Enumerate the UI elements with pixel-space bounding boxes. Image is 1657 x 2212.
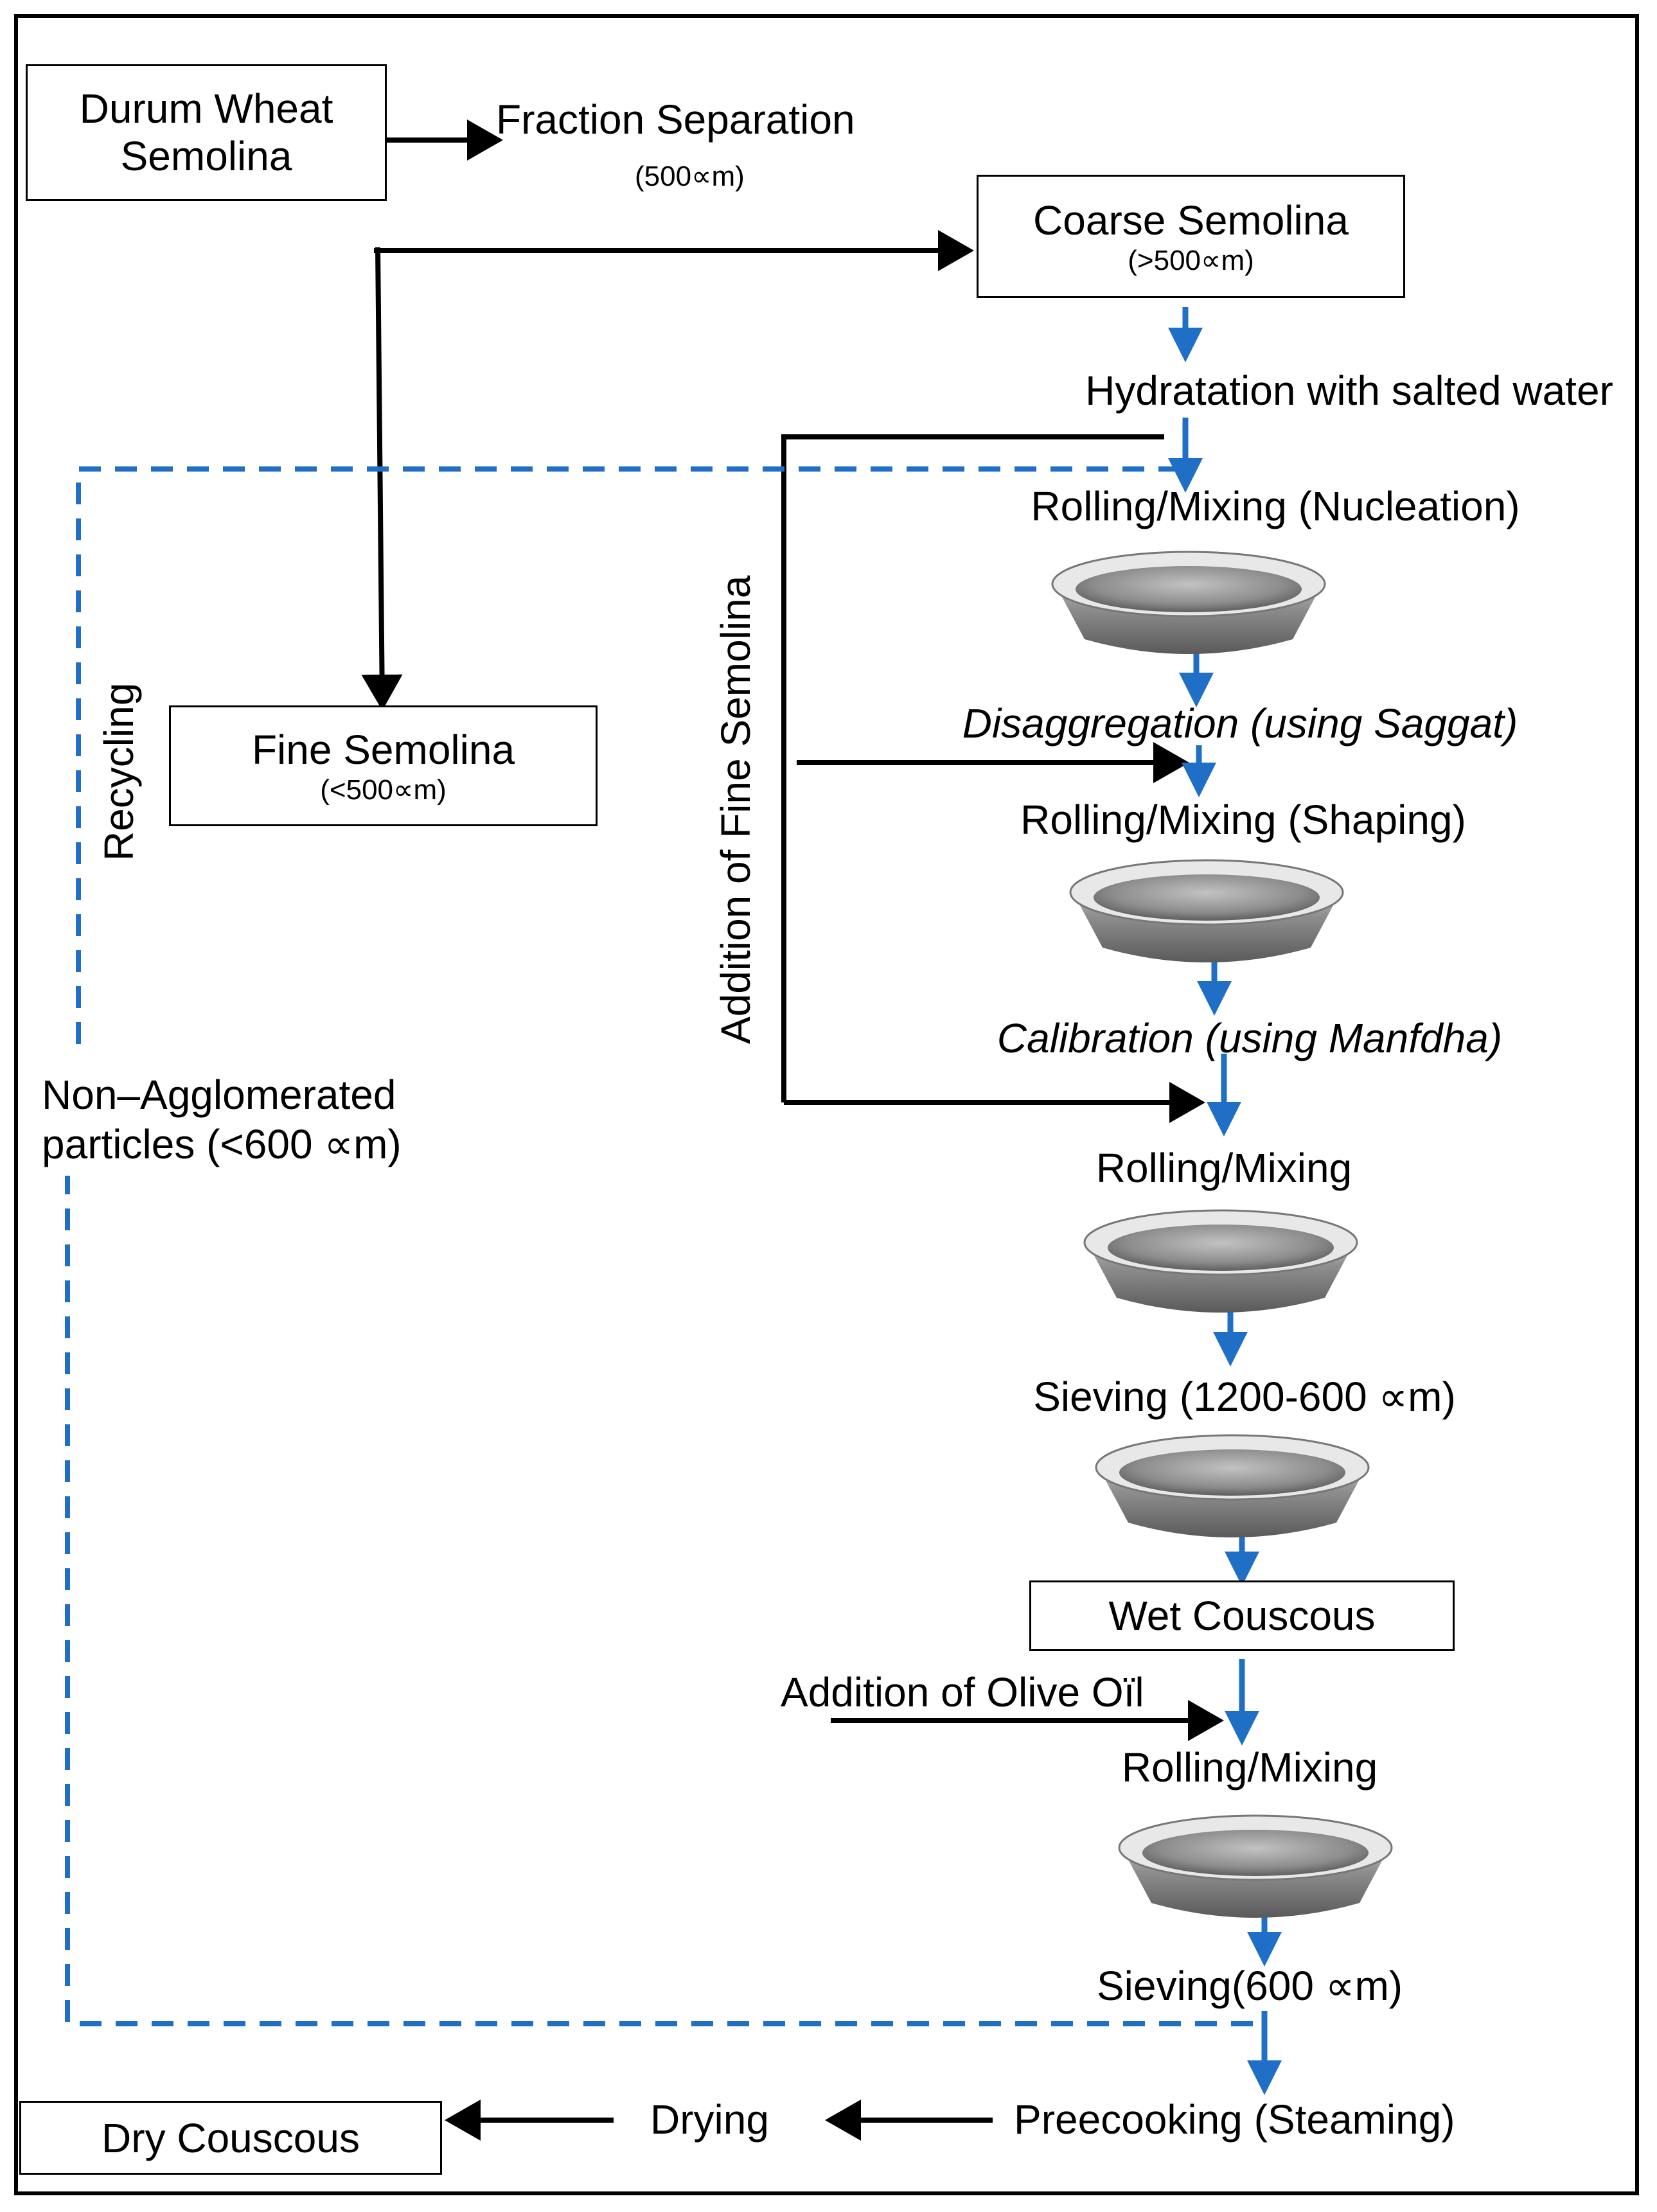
wet-couscous-box: Wet Couscous — [1029, 1580, 1455, 1651]
non-agglomerated-label-line1: Non–Agglomerated — [42, 1072, 396, 1118]
recycle-loop-top — [76, 466, 1182, 1044]
stainless-pan-icon — [1083, 1209, 1358, 1314]
fine-semolina-bracket — [781, 434, 1164, 1102]
fraction-separation-size: (500∝m) — [635, 161, 745, 192]
fine-semolina-box: Fine Semolina (<500∝m) — [169, 705, 598, 826]
stainless-pan-icon — [1069, 859, 1344, 964]
rolling-shaping-label: Rolling/Mixing (Shaping) — [1020, 797, 1466, 843]
disaggregation-label: Disaggregation (using Saggat) — [962, 700, 1518, 747]
diagram-frame — [14, 14, 1639, 2195]
dry-couscous-box: Dry Couscous — [19, 2101, 442, 2175]
recycling-label: Recycling — [96, 682, 142, 861]
rolling-mixing-label-1: Rolling/Mixing — [1095, 1145, 1352, 1191]
wet-couscous-label: Wet Couscous — [1108, 1593, 1376, 1639]
addition-fine-semolina-label: Addition of Fine Semolina — [713, 575, 759, 1044]
stainless-pan-icon — [1095, 1434, 1370, 1539]
drying-label: Drying — [650, 2096, 769, 2143]
coarse-semolina-label: Coarse Semolina — [1033, 197, 1349, 243]
arrow-split-to-fine — [361, 247, 403, 711]
fine-semolina-label: Fine Semolina — [251, 726, 515, 773]
precooking-label: Preecooking (Steaming) — [1014, 2096, 1455, 2143]
olive-oil-label: Addition of Olive Oïl — [781, 1669, 1144, 1715]
non-agglomerated-label-line2: particles (<600 ∝m) — [42, 1121, 402, 1167]
fine-semolina-size: (<500∝m) — [320, 774, 447, 806]
hydratation-label: Hydratation with salted water — [1085, 367, 1613, 414]
stainless-pan-icon — [1051, 551, 1326, 655]
coarse-semolina-size: (>500∝m) — [1128, 244, 1254, 276]
dry-couscous-label: Dry Couscous — [102, 2114, 360, 2161]
stainless-pan-icon — [1118, 1814, 1393, 1919]
rolling-nucleation-label: Rolling/Mixing (Nucleation) — [1031, 483, 1520, 529]
calibration-label: Calibration (using Manfdha) — [997, 1015, 1503, 1061]
fraction-separation-label: Fraction Separation — [496, 96, 855, 143]
durum-wheat-label: Durum Wheat Semolina — [79, 85, 333, 179]
rolling-mixing-label-2: Rolling/Mixing — [1121, 1744, 1378, 1791]
durum-wheat-box: Durum Wheat Semolina — [26, 64, 387, 201]
sieving-1200-600-label: Sieving (1200-600 ∝m) — [1033, 1374, 1456, 1420]
sieving-600-label: Sieving(600 ∝m) — [1096, 1963, 1403, 2009]
coarse-semolina-box: Coarse Semolina (>500∝m) — [977, 175, 1405, 298]
